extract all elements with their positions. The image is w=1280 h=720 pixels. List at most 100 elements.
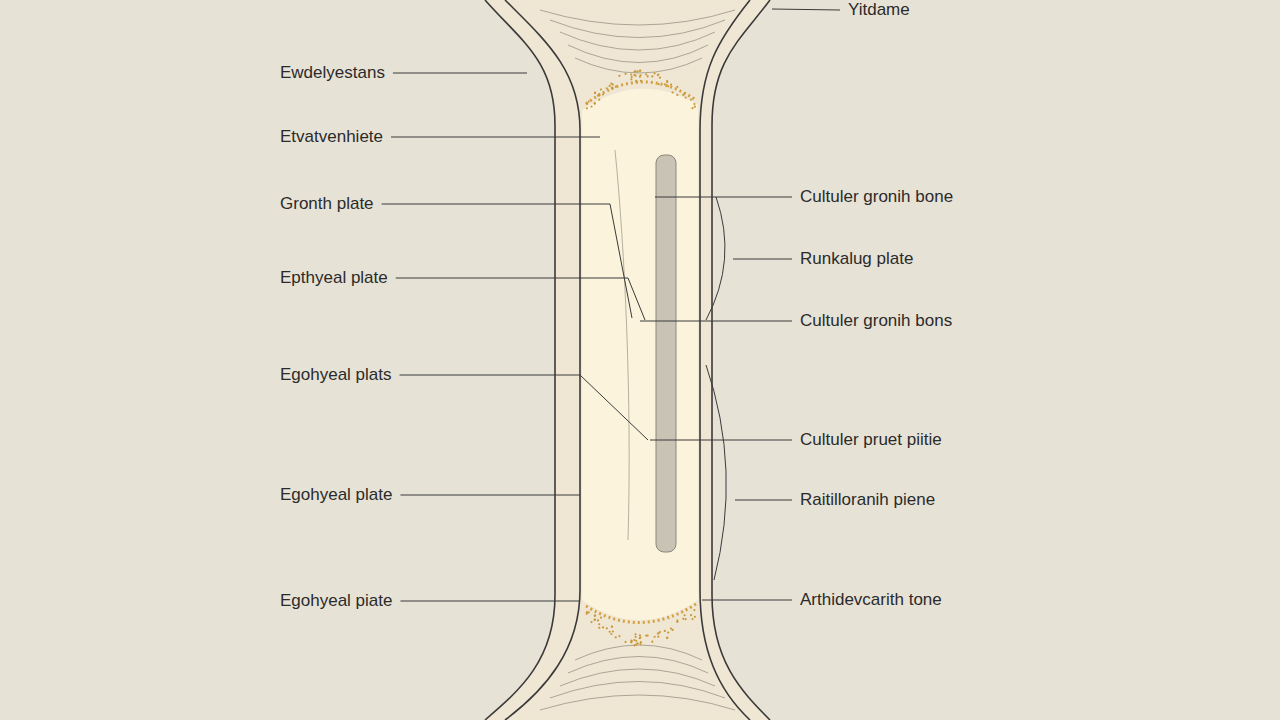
- leader-line: [396, 278, 645, 320]
- speckle-dot: [598, 99, 600, 101]
- speckle-dot: [639, 643, 641, 645]
- inner-wall: [700, 0, 750, 720]
- speckle-dot: [610, 83, 612, 85]
- speckle-dot: [636, 71, 638, 73]
- speckle-dot: [586, 107, 588, 109]
- speckle-dot: [594, 614, 596, 616]
- speckle-dot: [630, 641, 632, 643]
- leader-line: [655, 197, 792, 198]
- part-label: Epthyeal plate: [280, 268, 388, 288]
- leader-line: [640, 321, 792, 322]
- speckle-dot: [594, 103, 596, 105]
- speckle-dot: [615, 636, 617, 638]
- speckle-dot: [651, 641, 653, 643]
- part-label: Etvatvenhiete: [280, 127, 383, 147]
- speckle-dot: [600, 88, 602, 90]
- speckle-dot: [640, 80, 642, 82]
- leader-line: [772, 9, 840, 10]
- speckle-dot: [666, 80, 668, 82]
- speckle-dot: [639, 70, 641, 72]
- speckle-dot: [690, 99, 692, 101]
- speckle-dot: [633, 74, 635, 76]
- part-label: Egohyeal plate: [280, 485, 392, 505]
- outer-wall: [485, 0, 555, 720]
- leader-line: [702, 600, 792, 601]
- speckle-dot: [594, 615, 596, 617]
- leader-line: [382, 204, 632, 318]
- part-label: Arthidevcarith tone: [800, 590, 942, 610]
- growth-plate: [586, 82, 696, 104]
- speckle-dot: [624, 73, 626, 75]
- part-label: Cultuler gronih bone: [800, 187, 953, 207]
- bone-body: [485, 0, 770, 720]
- speckle-dot: [594, 618, 596, 620]
- speckle-dot: [667, 85, 669, 87]
- texture-arc: [540, 695, 735, 710]
- speckle-dot: [586, 103, 588, 105]
- part-label: Ewdelyestans: [280, 63, 385, 83]
- speckle-dot: [666, 637, 668, 639]
- speckle-dot: [630, 78, 632, 80]
- speckle-dot: [630, 640, 632, 642]
- speckle-dot: [639, 74, 641, 76]
- leader-line: [650, 440, 792, 441]
- speckle-dot: [609, 85, 611, 87]
- speckle-dot: [664, 83, 666, 85]
- speckle-dot: [682, 618, 684, 620]
- leader-line: [400, 375, 648, 440]
- speckle-dot: [657, 632, 659, 634]
- speckle-dot: [594, 102, 596, 104]
- marrow-cavity: [582, 89, 698, 620]
- leader-line: [391, 137, 600, 138]
- speckle-dot: [618, 635, 620, 637]
- texture-arc: [560, 669, 715, 686]
- inner-wall: [505, 0, 580, 720]
- part-label: Egohyeal piate: [280, 591, 392, 611]
- part-label: Cultuler pruet piitie: [800, 430, 942, 450]
- speckle-dot: [611, 625, 613, 627]
- bracket: [706, 365, 726, 580]
- outer-wall: [712, 0, 770, 720]
- epiphysis-texture: [540, 10, 735, 710]
- speckle-dot: [658, 632, 660, 634]
- speckle-dot: [618, 75, 620, 77]
- speckle-dot: [667, 632, 669, 634]
- inner-line: [615, 150, 629, 540]
- speckle-dot: [658, 83, 660, 85]
- speckle-dot: [691, 618, 693, 620]
- speckle-dot: [666, 81, 668, 83]
- speckle-dot: [635, 81, 637, 83]
- speckle-dot: [630, 73, 632, 75]
- speckle-dot: [685, 618, 687, 620]
- speckle-dot: [693, 103, 695, 105]
- speckle-dot: [639, 70, 641, 72]
- speckle-dot: [694, 106, 696, 108]
- speckle-dot: [647, 75, 649, 77]
- part-label: Cultuler gronih bons: [800, 311, 952, 331]
- speckle-dot: [657, 636, 659, 638]
- speckle-dot: [633, 639, 635, 641]
- speckle-dot: [624, 641, 626, 643]
- speckle-dot: [683, 92, 685, 94]
- bone-speckles: [586, 70, 696, 647]
- speckle-dot: [639, 636, 641, 638]
- speckle-dot: [598, 627, 600, 629]
- speckle-dot: [586, 611, 588, 613]
- part-label: Gronth plate: [280, 194, 374, 214]
- part-label: Egohyeal plats: [280, 365, 392, 385]
- speckle-dot: [691, 107, 693, 109]
- texture-arc: [575, 58, 702, 73]
- speckle-dot: [657, 73, 659, 75]
- speckle-dot: [651, 75, 653, 77]
- texture-arc: [540, 10, 735, 25]
- speckle-dot: [654, 72, 656, 74]
- cortex-outline: [485, 0, 770, 720]
- leader-line: [400, 495, 580, 496]
- speckle-dot: [631, 76, 633, 78]
- speckle-dot: [631, 640, 633, 642]
- speckle-dot: [672, 629, 674, 631]
- speckle-dot: [690, 614, 692, 616]
- speckle-dot: [600, 617, 602, 619]
